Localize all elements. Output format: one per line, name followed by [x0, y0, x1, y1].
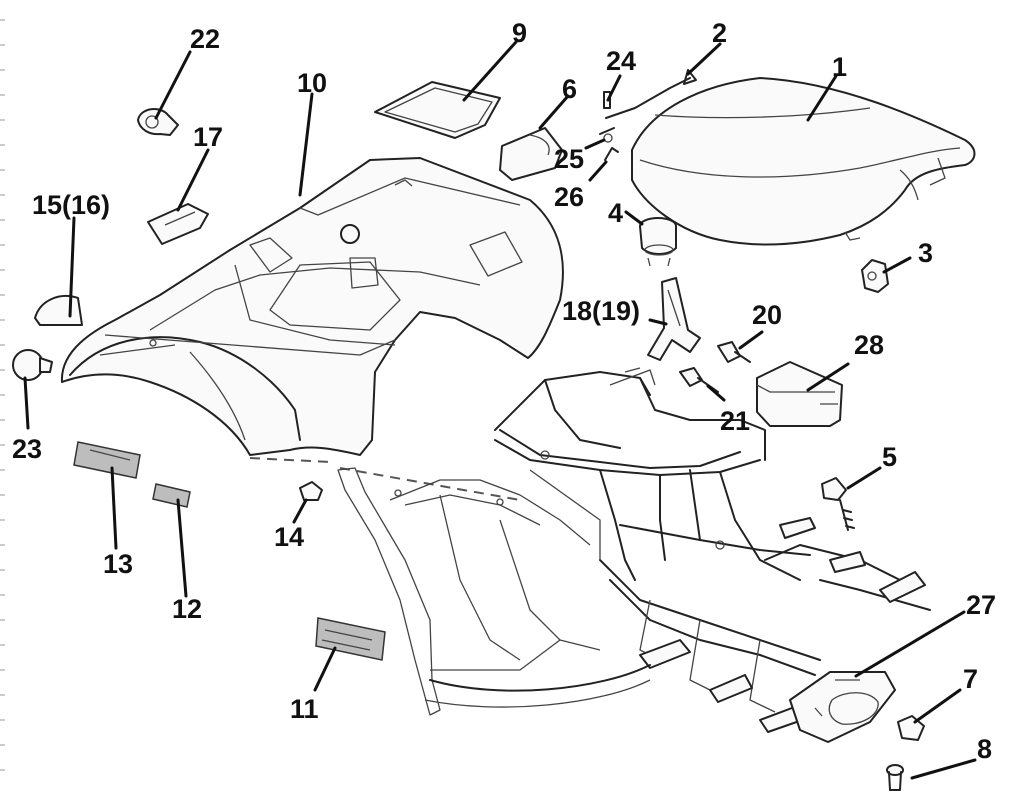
callout-17: 17	[193, 122, 223, 152]
callout-25: 25	[554, 144, 584, 174]
pad	[374, 81, 501, 139]
callout-18-19: 18(19)	[562, 296, 640, 326]
box-cover	[756, 361, 843, 427]
callout-14: 14	[274, 522, 304, 552]
callout-11: 11	[290, 694, 319, 724]
callout-21: 21	[720, 406, 750, 436]
callout-3: 3	[918, 238, 933, 268]
reflector-small	[152, 483, 191, 508]
cable	[605, 69, 697, 119]
seat-cushion-rubber	[639, 217, 677, 267]
callout-12: 12	[172, 594, 202, 624]
seat	[631, 77, 976, 246]
washer	[599, 127, 615, 143]
bracket	[647, 277, 701, 361]
callout-22: 22	[190, 24, 220, 54]
callout-10: 10	[297, 68, 327, 98]
callout-26: 26	[554, 182, 584, 212]
callout-27: 27	[966, 590, 996, 620]
emblem	[315, 617, 386, 661]
frame	[494, 367, 931, 733]
damper	[821, 477, 855, 531]
skid-plate	[789, 671, 896, 743]
tag-plate	[499, 127, 563, 181]
callout-24: 24	[606, 46, 636, 76]
knob	[12, 349, 53, 381]
push-nut	[299, 481, 323, 501]
callout-15-16: 15(16)	[32, 190, 110, 220]
leader-lines	[23, 40, 977, 780]
bolt-small	[603, 91, 611, 109]
callout-28: 28	[854, 330, 884, 360]
callout-4: 4	[608, 198, 623, 228]
edge-ruler	[0, 19, 5, 771]
callout-20: 20	[752, 300, 782, 330]
lamp	[147, 203, 209, 245]
rivet	[886, 764, 904, 791]
callout-9: 9	[512, 18, 527, 48]
hook	[137, 108, 179, 136]
callout-23: 23	[12, 434, 42, 464]
callout-1: 1	[832, 52, 847, 82]
bolt	[717, 341, 751, 363]
callout-8: 8	[977, 734, 992, 764]
callout-7: 7	[963, 664, 978, 694]
spring-clip	[604, 147, 619, 161]
side-panel	[337, 467, 651, 716]
callout-labels: 1 2 3 4 5 6 7 8 9 10 11 12 13 14 15(16) …	[12, 18, 996, 764]
lens	[34, 295, 83, 326]
callout-2: 2	[712, 18, 727, 48]
callout-5: 5	[882, 442, 897, 472]
callout-6: 6	[562, 74, 577, 104]
rear-fender	[60, 157, 564, 501]
nut	[861, 259, 889, 293]
callout-13: 13	[103, 549, 133, 579]
reflector-large	[73, 441, 141, 479]
